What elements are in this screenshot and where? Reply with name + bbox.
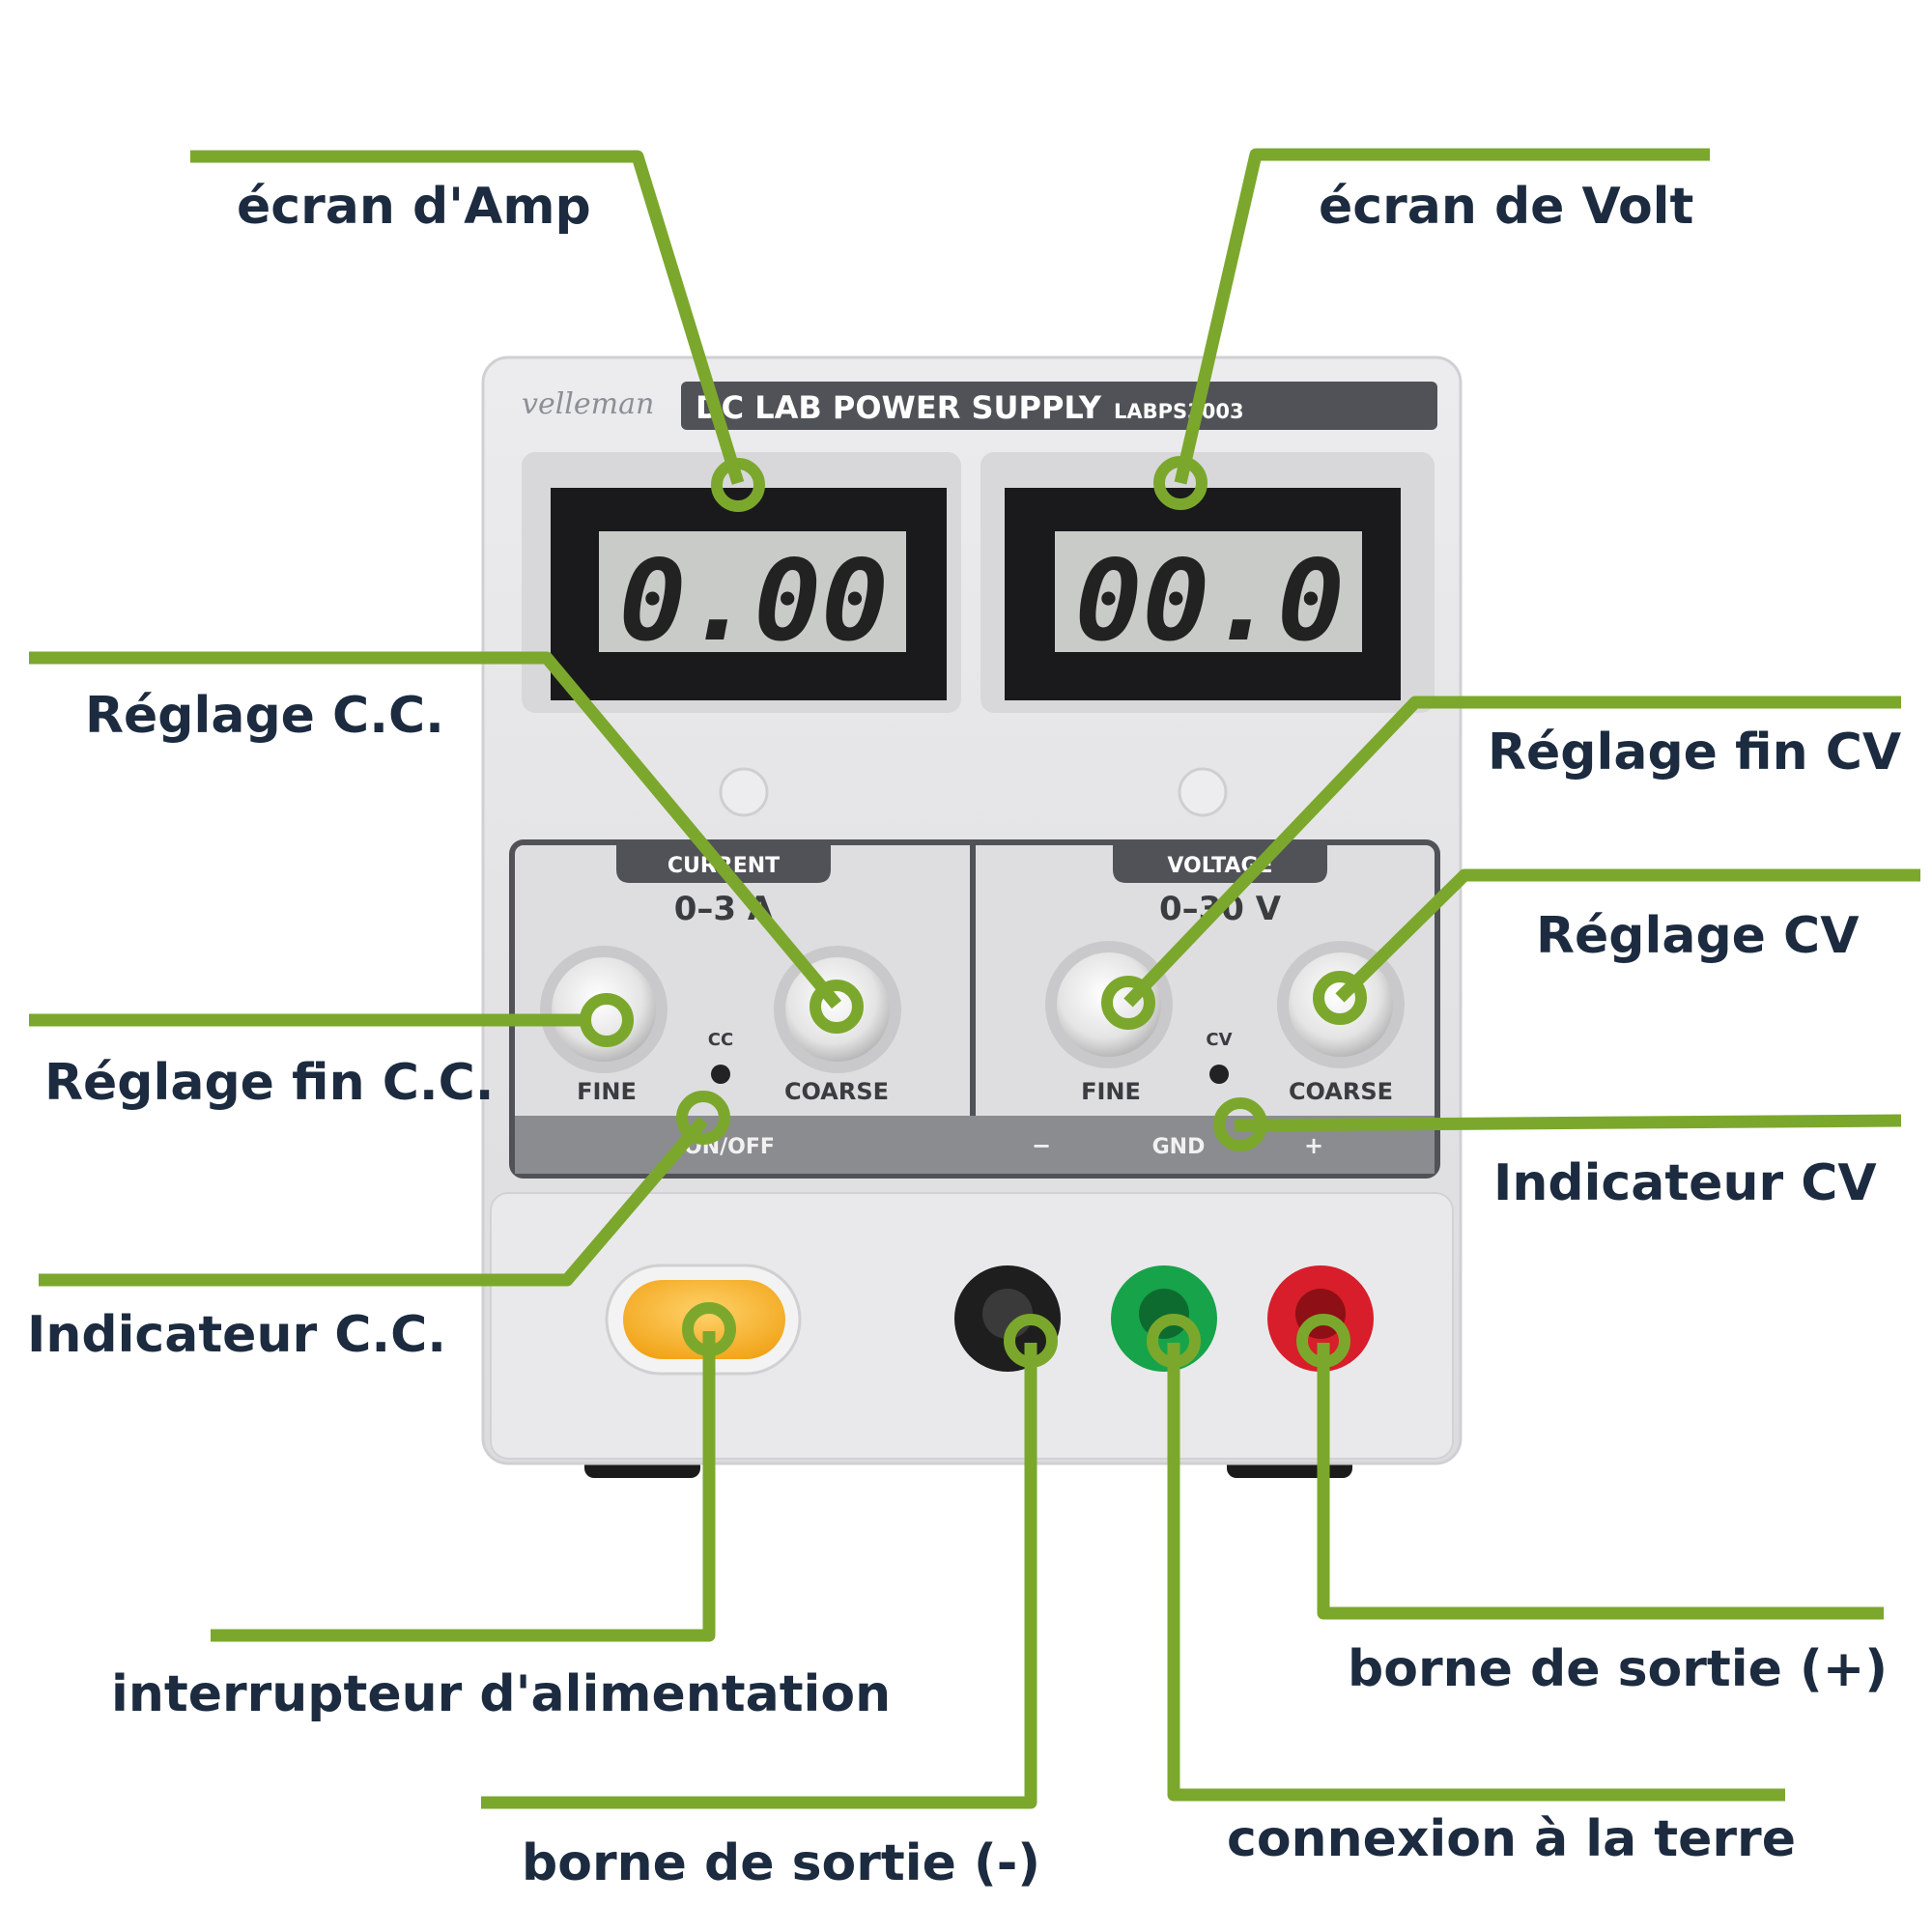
current-fine-label: FINE [577, 1078, 637, 1105]
device-title: DC LAB POWER SUPPLY [696, 389, 1102, 426]
endpoint-cv-indicator [1213, 1097, 1267, 1151]
terminal-gnd-inner [1139, 1289, 1189, 1339]
leader-cc-indicator [39, 1116, 708, 1287]
current-coarse-knob-cap [785, 957, 890, 1062]
minus-band-label: − [1032, 1132, 1051, 1159]
leader-power-switch [211, 1331, 716, 1642]
brand-logo: velleman [522, 387, 654, 421]
cv-indicator-led [1209, 1065, 1229, 1084]
power-button[interactable] [623, 1280, 785, 1359]
endpoint-cc-indicator [676, 1091, 730, 1145]
endpoint-power-switch [682, 1302, 736, 1356]
current-fine-knob-cap [552, 957, 656, 1062]
amp-display-lcd [599, 531, 906, 652]
leader-output-minus [481, 1343, 1037, 1809]
endpoint-cv-adjust [1313, 971, 1367, 1025]
leader-ground [1167, 1343, 1785, 1802]
endpoint-output-minus [1004, 1314, 1058, 1368]
plus-band-label: + [1304, 1132, 1323, 1159]
leader-volt-screen [1174, 148, 1710, 485]
endpoint-output-plus [1296, 1314, 1350, 1368]
leader-endpoints [580, 456, 1367, 1368]
leader-cv-adjust [1335, 868, 1920, 1003]
leader-lines [29, 148, 1920, 1809]
voltage-coarse-label: COARSE [1289, 1078, 1393, 1105]
amp-set-button[interactable] [719, 767, 769, 817]
current-coarse-label: COARSE [784, 1078, 889, 1105]
endpoint-volt-screen [1153, 456, 1208, 510]
amp-display-value: 0.00 [619, 536, 889, 667]
device-model: LABPS3003 [1114, 400, 1244, 423]
voltage-fine-label: FINE [1081, 1078, 1141, 1105]
endpoint-cc-adjust [810, 980, 864, 1034]
volt-set-button[interactable] [1178, 767, 1228, 817]
volt-display-value: 00.0 [1075, 536, 1345, 667]
volt-display-lcd [1055, 531, 1362, 652]
leader-output-plus [1317, 1343, 1884, 1620]
endpoint-cc-fine [580, 993, 634, 1047]
endpoint-ground [1147, 1314, 1201, 1368]
endpoint-amp-screen [711, 458, 765, 512]
cv-indicator-label: CV [1206, 1030, 1232, 1050]
leader-amp-screen [190, 150, 745, 485]
title-bar [681, 382, 1437, 430]
cc-indicator-led [711, 1065, 730, 1084]
gnd-band-label: GND [1152, 1135, 1206, 1159]
cc-indicator-label: CC [708, 1030, 733, 1050]
leader-cv-fine [1123, 696, 1901, 1008]
endpoint-cv-fine [1101, 976, 1155, 1030]
leader-cc-adjust [29, 651, 841, 1009]
leader-cv-indicator [1234, 1114, 1902, 1132]
